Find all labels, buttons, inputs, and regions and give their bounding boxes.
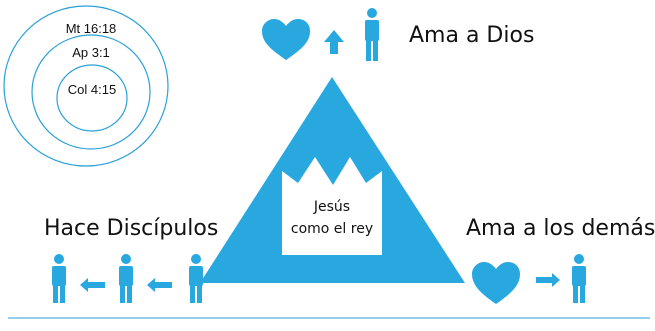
circle-ref-inner: Col 4:15 — [67, 82, 117, 97]
right-arrow-icon — [536, 273, 560, 287]
person-icon — [365, 8, 379, 61]
center-title: Jesús como el rey — [282, 196, 382, 240]
heart-icon — [262, 19, 310, 60]
up-arrow-icon — [324, 30, 344, 54]
left-group — [52, 254, 203, 303]
church-circles — [3, 5, 169, 167]
heart-icon — [472, 262, 520, 304]
person-icon — [52, 254, 66, 303]
middle-circle — [31, 34, 151, 150]
person-icon — [572, 254, 586, 303]
inner-circle — [56, 64, 128, 132]
kingdom-triangle — [200, 77, 465, 283]
right-group — [472, 254, 586, 304]
label-ama-a-los-demas: Ama a los demás — [466, 216, 655, 241]
circle-ref-middle: Ap 3:1 — [72, 45, 110, 60]
label-hace-discipulos: Hace Discípulos — [44, 216, 219, 241]
person-icon — [189, 254, 203, 303]
left-arrow-icon — [147, 278, 172, 292]
crown-frame — [282, 157, 382, 255]
center-line-1: Jesús — [313, 199, 351, 215]
person-icon — [119, 254, 133, 303]
left-arrow-icon — [80, 278, 105, 292]
outer-circle — [3, 5, 169, 167]
center-line-2: como el rey — [290, 221, 374, 237]
circle-ref-outer: Mt 16:18 — [65, 21, 117, 36]
label-ama-a-dios: Ama a Dios — [409, 23, 535, 48]
top-group — [262, 8, 379, 61]
